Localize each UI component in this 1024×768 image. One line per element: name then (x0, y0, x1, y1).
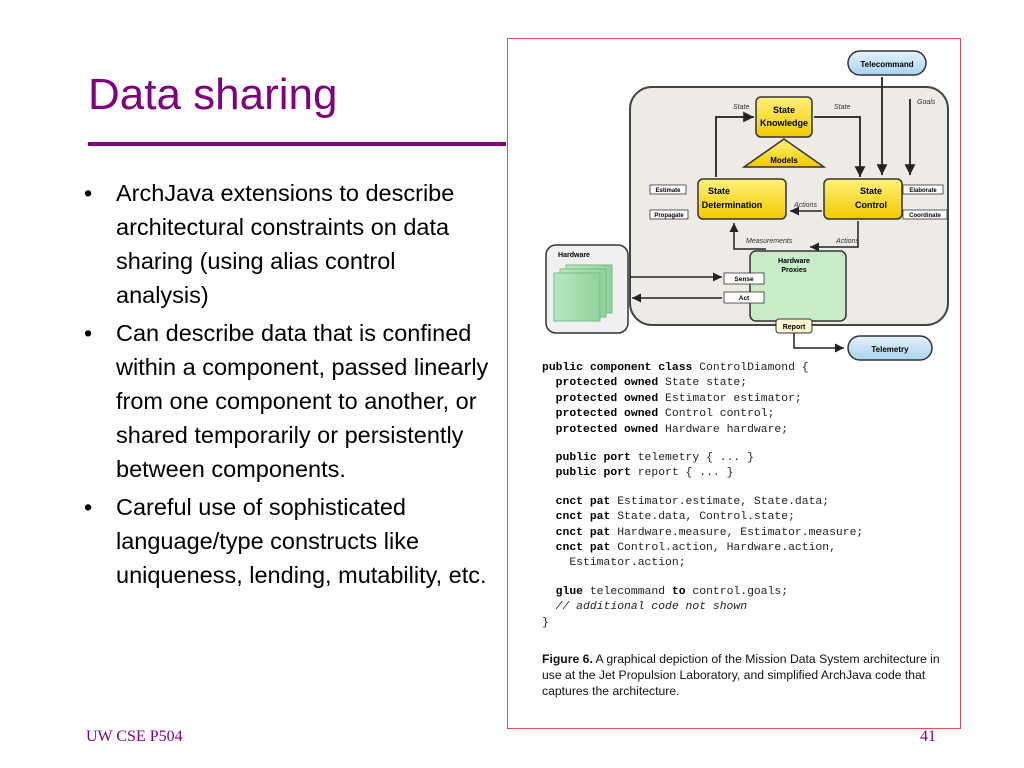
footer-course: UW CSE P504 (86, 728, 183, 745)
state-control-label-2: Control (855, 200, 887, 210)
bullet-item: • ArchJava extensions to describe archite… (70, 176, 490, 312)
models-triangle (741, 138, 827, 168)
state-knowledge-node (755, 96, 813, 138)
architecture-diagram: Telecommand State Knowledge Models State… (545, 50, 949, 361)
telemetry-label: Telemetry (871, 345, 909, 354)
bullet-dot: • (84, 320, 93, 346)
actions-label-lower: Actions (835, 238, 859, 245)
state-control-node (823, 178, 903, 220)
state-determination-label-1: State (708, 186, 730, 196)
state-label-right: State (834, 104, 850, 111)
code-listing: public component class ControlDiamond { … (542, 362, 864, 629)
figure-caption: Figure 6. A graphical depiction of the M… (542, 651, 947, 699)
title-underline (88, 142, 506, 146)
state-knowledge-label-2: Knowledge (760, 118, 808, 128)
state-determination-node (697, 178, 787, 220)
slide-title: Data sharing (88, 70, 338, 119)
caption-text: A graphical depiction of the Mission Dat… (542, 652, 940, 698)
estimate-tag: Estimate (655, 188, 681, 194)
state-label-left: State (733, 104, 749, 111)
act-tag: Act (739, 295, 750, 302)
bullet-text: ArchJava extensions to describe architec… (116, 180, 455, 308)
footer-page-number: 41 (920, 728, 936, 745)
telecommand-node (847, 50, 927, 76)
report-tag: Report (783, 324, 806, 331)
figure-panel: Telecommand State Knowledge Models State… (507, 38, 961, 729)
elaborate-tag: Elaborate (909, 188, 937, 194)
bullet-text: Careful use of sophisticated language/ty… (116, 494, 487, 588)
state-knowledge-label-1: State (773, 105, 795, 115)
models-label: Models (770, 156, 798, 165)
telemetry-node (847, 335, 933, 361)
bullet-list: • ArchJava extensions to describe archite… (70, 176, 490, 596)
hardware-proxies-label-2: Proxies (781, 267, 806, 274)
hardware-label: Hardware (558, 252, 590, 259)
bullet-dot: • (84, 494, 93, 520)
state-control-label-1: State (860, 186, 882, 196)
caption-label: Figure 6. (542, 652, 593, 666)
sense-tag: Sense (734, 276, 754, 283)
bullet-text: Can describe data that is confined withi… (116, 320, 489, 482)
bullet-item: • Careful use of sophisticated language/t… (70, 490, 490, 592)
coordinate-tag: Coordinate (909, 213, 941, 219)
telecommand-label: Telecommand (860, 60, 913, 69)
measurements-label: Measurements (746, 238, 793, 245)
propagate-tag: Propagate (654, 213, 684, 219)
bullet-item: • Can describe data that is confined with… (70, 316, 490, 486)
state-determination-label-2: Determination (702, 200, 763, 210)
bullet-dot: • (84, 180, 93, 206)
hardware-proxies-label-1: Hardware (778, 258, 810, 265)
actions-label-upper: Actions (793, 202, 817, 209)
goals-label: Goals (917, 99, 936, 106)
